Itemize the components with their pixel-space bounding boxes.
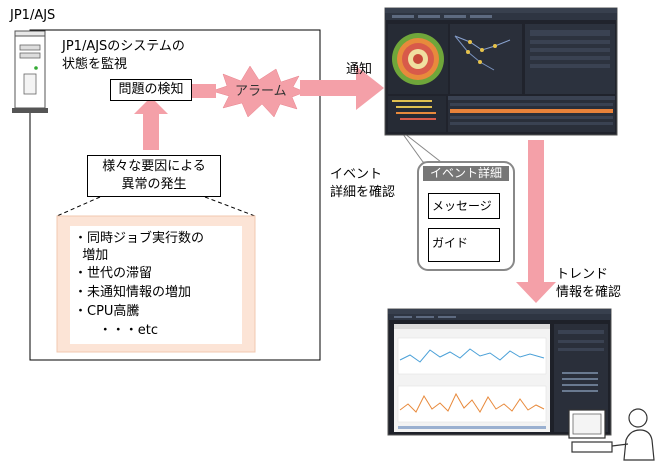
- event-panel-title: イベント詳細: [429, 166, 502, 180]
- user-at-computer-icon: [568, 408, 655, 461]
- detect-box: 問題の検知: [110, 79, 192, 101]
- arrow-up-to-detect: [134, 97, 168, 150]
- server-icon: [12, 30, 48, 113]
- monitoring-screenshot: [384, 7, 618, 136]
- factor-item: ・同時ジョブ実行数の 増加: [74, 231, 205, 263]
- alarm-burst: [211, 65, 306, 118]
- arrow-down-to-trend: [516, 140, 556, 303]
- factor-item: ・・・etc: [74, 323, 159, 338]
- trend-step-label: トレンド 情報を確認: [556, 267, 622, 300]
- factor-item: ・CPU高騰: [74, 304, 140, 319]
- notify-label: 通知: [346, 62, 373, 77]
- alarm-label: アラーム: [235, 84, 287, 99]
- server-label: JP1/AJS: [10, 8, 56, 23]
- factors-list: ・同時ジョブ実行数の 増加 ・世代の滞留 ・未通知情報の増加 ・CPU高騰 ・・…: [74, 230, 204, 340]
- event-step-label: イベント 詳細を確認: [330, 167, 396, 200]
- arrow-notify: [300, 66, 384, 110]
- event-message-field: メッセージ: [428, 193, 500, 219]
- cause-box: 様々な要因による 異常の発生: [87, 155, 221, 197]
- event-guide-field: ガイド: [428, 228, 500, 262]
- factor-item: ・未通知情報の増加: [74, 285, 192, 300]
- factor-item: ・世代の滞留: [74, 266, 153, 281]
- monitor-frame: [29, 29, 321, 361]
- monitor-title: JP1/AJSのシステムの 状態を監視: [62, 39, 185, 72]
- trend-screenshot: [387, 308, 612, 436]
